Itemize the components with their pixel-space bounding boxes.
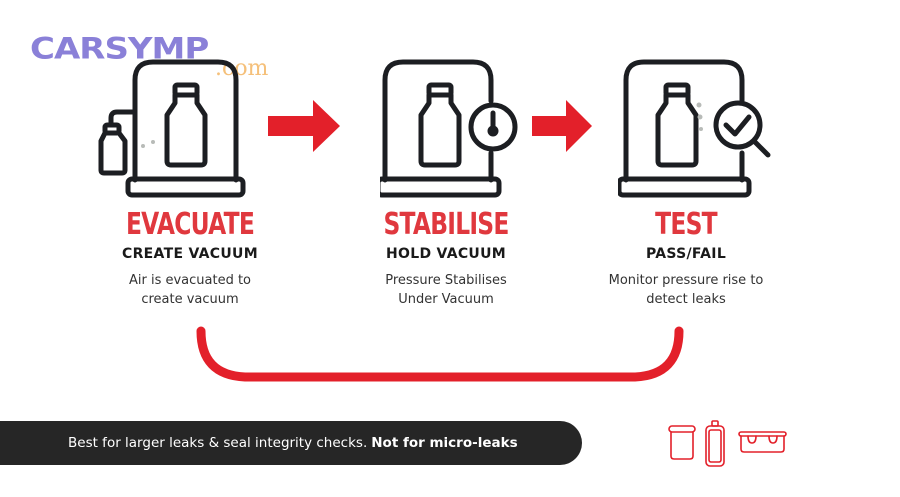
arrow-right-icon — [268, 100, 340, 152]
note-banner: Best for larger leaks & seal integrity c… — [0, 421, 582, 465]
carsymp-logo: CARSYMP .com — [30, 32, 280, 82]
vacuum-chamber-pump-icon — [98, 59, 246, 198]
step-description-line: Air is evacuated to — [128, 273, 252, 288]
banner-bold-text: Not for micro-leaks — [371, 435, 518, 451]
step-evacuate: EVACUATE CREATE VACUUM Air is evacuated … — [80, 208, 300, 309]
jar-icon — [668, 425, 696, 460]
arrow-right-icon — [532, 100, 592, 152]
step-description: Pressure Stabilises Under Vacuum — [336, 271, 556, 309]
vacuum-chamber-gauge-icon — [380, 59, 518, 198]
step-description-line: Pressure Stabilises — [385, 273, 507, 288]
step-description-line: Monitor pressure rise to — [608, 273, 764, 288]
vacuum-chamber-inspect-icon — [618, 59, 771, 198]
loop-connector — [196, 326, 684, 382]
step-description-line: create vacuum — [141, 292, 239, 307]
step-description-line: detect leaks — [646, 292, 726, 307]
step-description: Monitor pressure rise to detect leaks — [576, 271, 796, 309]
pouch-icon — [705, 420, 725, 467]
step-description: Air is evacuated to create vacuum — [80, 271, 300, 309]
banner-text: Best for larger leaks & seal integrity c… — [68, 435, 368, 451]
step-description-line: Under Vacuum — [398, 292, 494, 307]
step-subtitle: PASS/FAIL — [645, 246, 727, 262]
step-title: EVACUATE — [125, 207, 255, 242]
step-subtitle: HOLD VACUUM — [386, 246, 506, 262]
container-icons — [668, 420, 787, 467]
lunchbox-icon — [738, 431, 787, 453]
step-title: TEST — [655, 207, 717, 242]
step-test: TEST PASS/FAIL Monitor pressure rise to … — [576, 208, 796, 309]
step-subtitle: CREATE VACUUM — [122, 246, 258, 262]
step-title: STABILISE — [383, 207, 509, 242]
step-stabilise: STABILISE HOLD VACUUM Pressure Stabilise… — [336, 208, 556, 309]
